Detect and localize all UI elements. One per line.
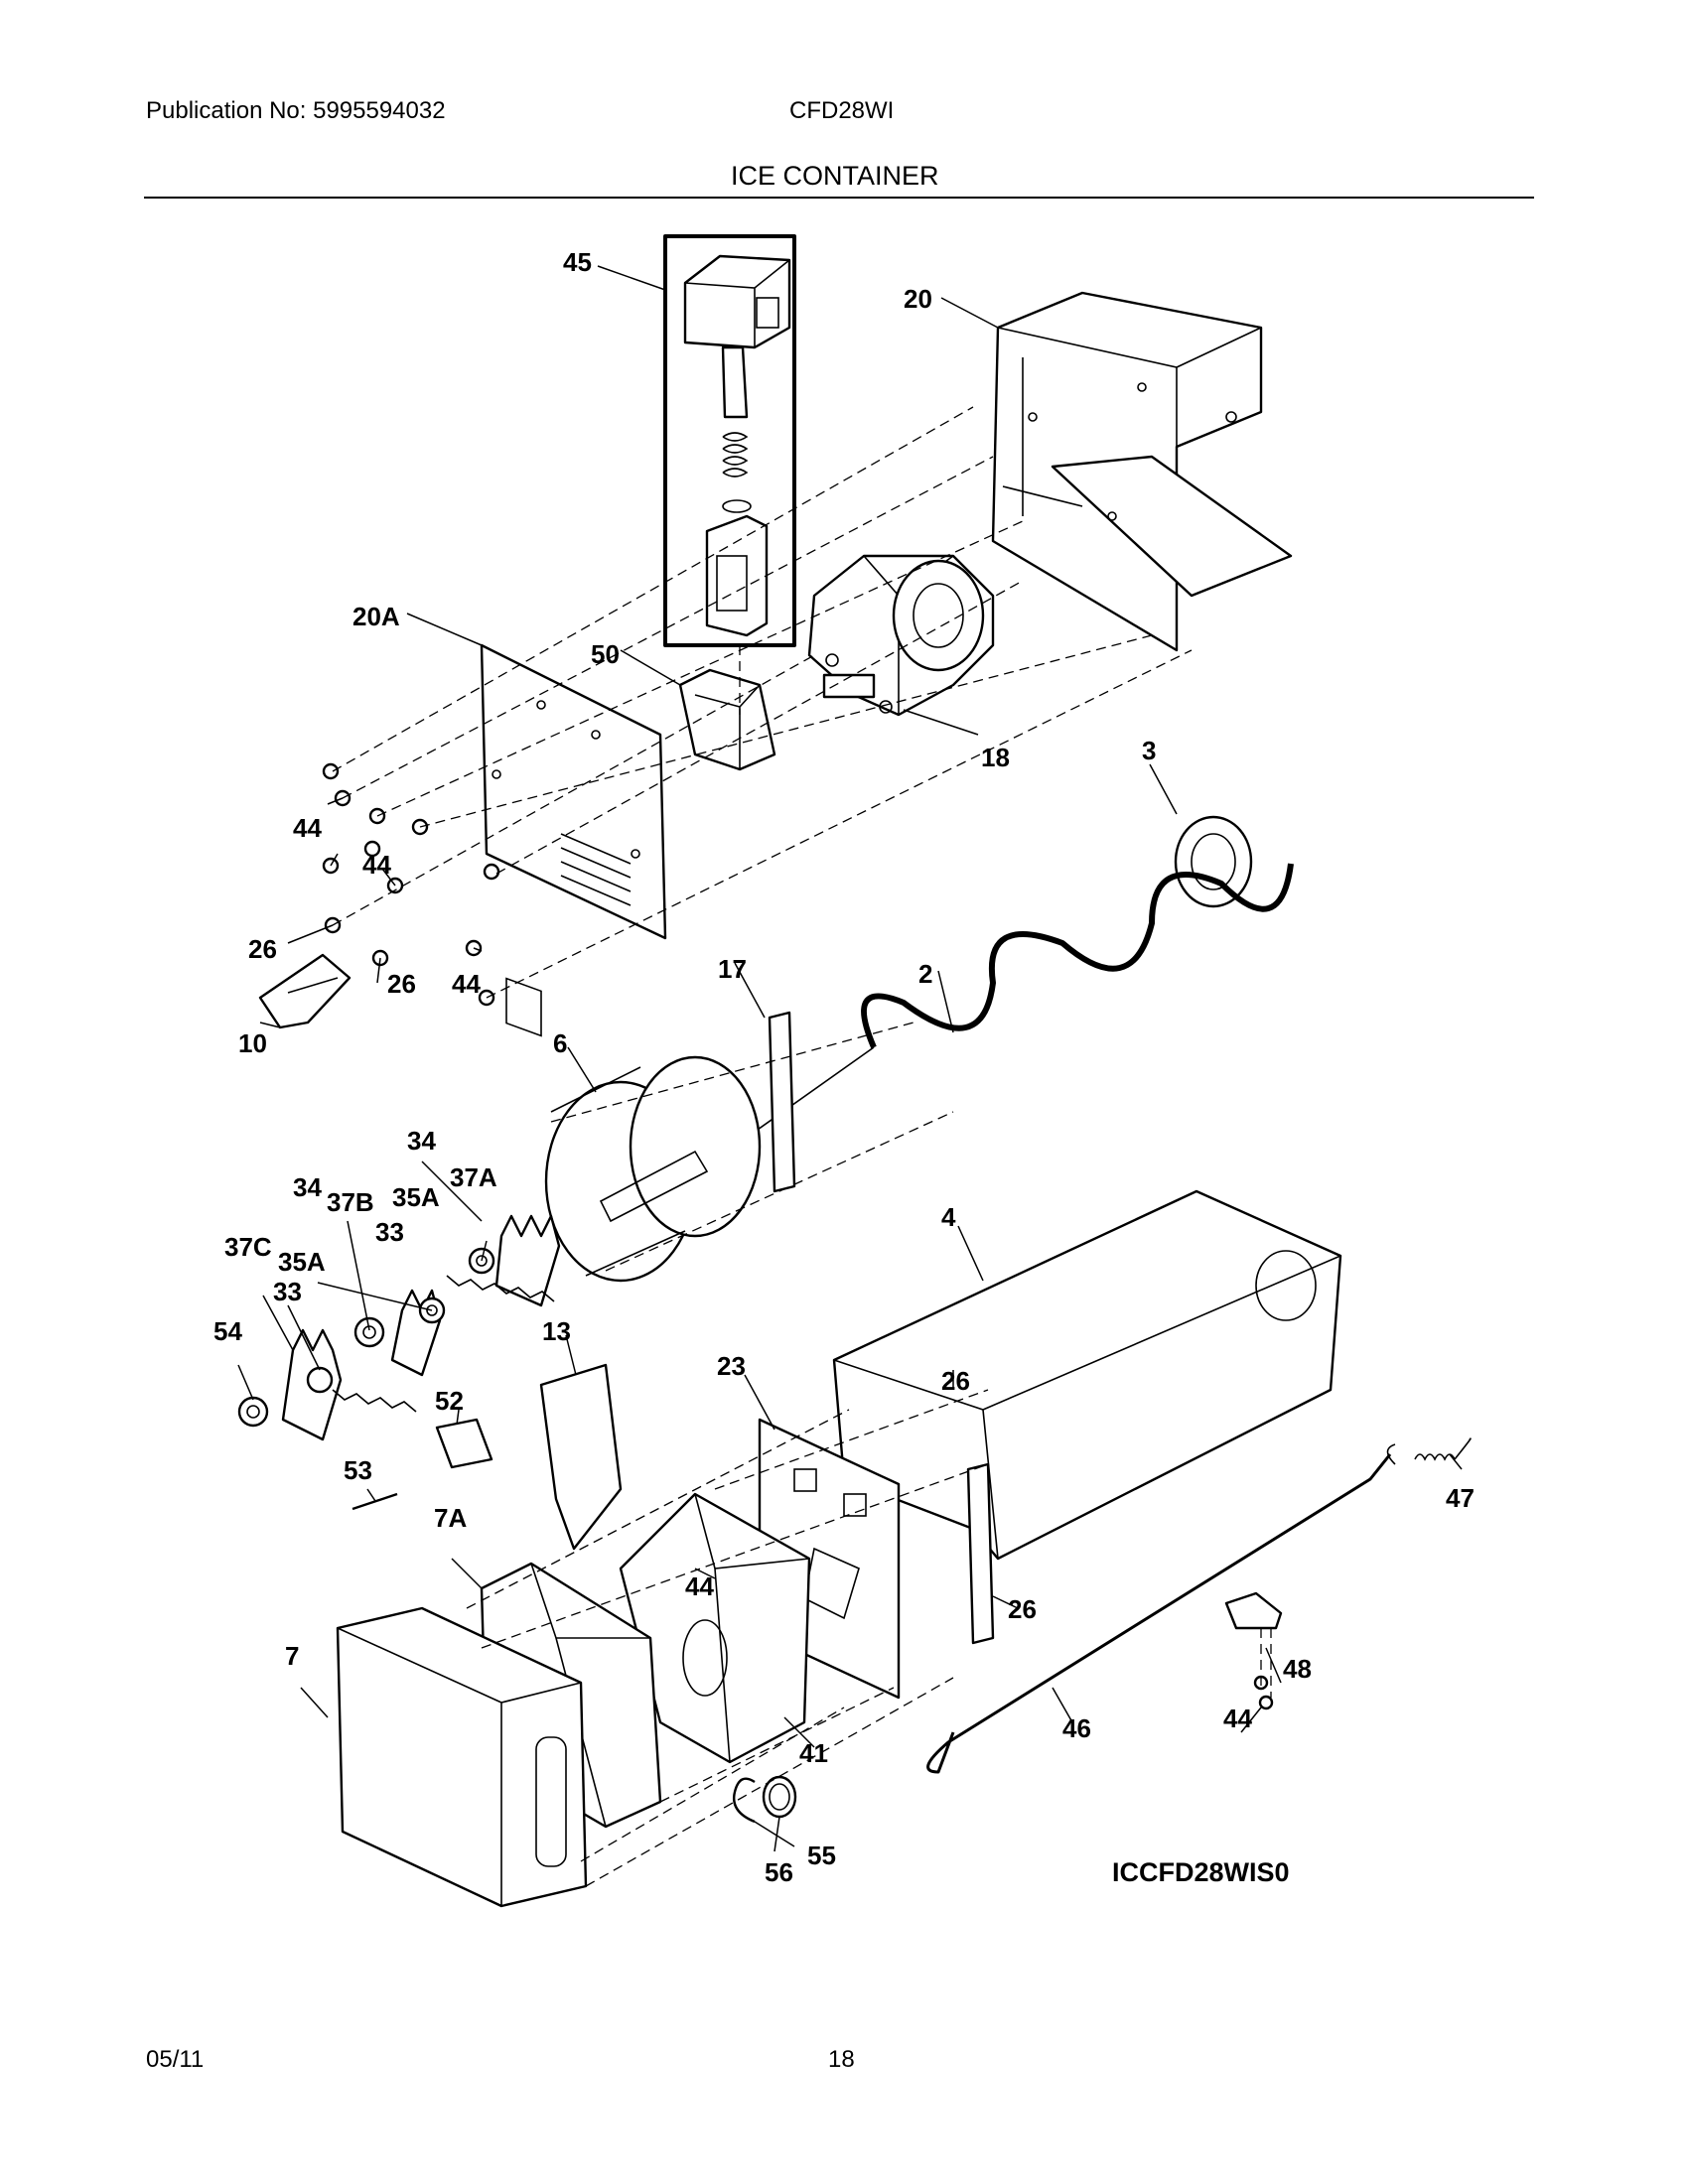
callout-26-d: 26 (1008, 1594, 1037, 1624)
callout-2: 2 (918, 959, 932, 989)
crank-linkage-parts (237, 1214, 561, 1441)
part-10-flap (258, 953, 352, 1029)
footer-date: 05/11 (146, 2046, 205, 2073)
callout-54: 54 (213, 1316, 242, 1346)
callout-20: 20 (904, 284, 932, 314)
part-3-bearing (1174, 815, 1253, 908)
callout-4: 4 (941, 1202, 956, 1232)
part-56-retaining-clip (733, 1777, 756, 1824)
callout-6: 6 (553, 1028, 567, 1058)
callout-26-a: 26 (248, 934, 277, 964)
callout-44-c: 44 (452, 969, 481, 999)
part-17-blade (768, 1011, 796, 1193)
callout-37B: 37B (327, 1187, 374, 1217)
part-45-solenoid-box (663, 234, 796, 647)
callout-23: 23 (717, 1351, 746, 1381)
callout-3: 3 (1142, 736, 1156, 765)
callout-10: 10 (238, 1028, 267, 1058)
callout-46: 46 (1062, 1713, 1091, 1743)
callout-47: 47 (1446, 1483, 1475, 1513)
callout-26-b: 26 (387, 969, 416, 999)
callout-26-c: 26 (941, 1366, 970, 1396)
callout-35A-a: 35A (392, 1182, 440, 1212)
part-52-switch (435, 1418, 493, 1469)
part-46-rod (926, 1453, 1392, 1774)
part-13-chute-door (539, 1363, 623, 1551)
callout-leader-lines (237, 265, 1463, 1852)
callout-44-e: 44 (1223, 1704, 1252, 1733)
callout-44-a: 44 (293, 813, 322, 843)
callout-17: 17 (718, 954, 747, 984)
part-6-drum (544, 1055, 762, 1283)
callout-34-a: 34 (407, 1126, 436, 1156)
callout-13: 13 (542, 1316, 571, 1346)
callout-55: 55 (807, 1841, 836, 1870)
callout-44-d: 44 (685, 1571, 714, 1601)
callout-37C: 37C (224, 1232, 272, 1262)
callout-33-a: 33 (375, 1217, 404, 1247)
callout-7A: 7A (434, 1503, 467, 1533)
callout-50: 50 (591, 639, 620, 669)
part-20A-cover-plate (480, 643, 667, 1037)
publication-number: Publication No: 5995594032 (146, 97, 446, 124)
part-48-clip (1224, 1591, 1283, 1710)
model-number: CFD28WI (789, 97, 895, 124)
callout-34-b: 34 (293, 1172, 322, 1202)
assembly-guide-lines (332, 406, 1193, 1887)
callout-20A: 20A (352, 602, 400, 631)
callout-35A-b: 35A (278, 1247, 326, 1277)
callout-44-b: 44 (362, 850, 391, 880)
callout-18: 18 (981, 743, 1010, 772)
callout-45: 45 (563, 247, 592, 277)
callout-53: 53 (344, 1455, 372, 1485)
part-18-gear-motor (807, 554, 995, 717)
diagram-code: ICCFD28WIS0 (1112, 1857, 1290, 1887)
part-4-ice-container (832, 1189, 1342, 1645)
callout-56: 56 (765, 1857, 793, 1887)
callout-37A: 37A (450, 1162, 497, 1192)
part-41-housing (619, 1492, 811, 1764)
callout-52: 52 (435, 1386, 464, 1416)
section-title: ICE CONTAINER (731, 161, 939, 191)
part-50-bracket (678, 668, 776, 771)
footer-page-number: 18 (828, 2046, 855, 2073)
callout-33-b: 33 (273, 1277, 302, 1306)
callout-48: 48 (1283, 1654, 1312, 1684)
callout-labels: 45 20 20A 50 18 3 44 44 44 26 26 10 17 2… (213, 247, 1475, 1887)
part-20-bracket-housing (991, 291, 1293, 652)
part-47-spring (1386, 1437, 1472, 1465)
callout-41: 41 (799, 1738, 828, 1768)
callout-7: 7 (285, 1641, 299, 1671)
header-rule (144, 197, 1534, 199)
part-53-pin (352, 1492, 398, 1511)
